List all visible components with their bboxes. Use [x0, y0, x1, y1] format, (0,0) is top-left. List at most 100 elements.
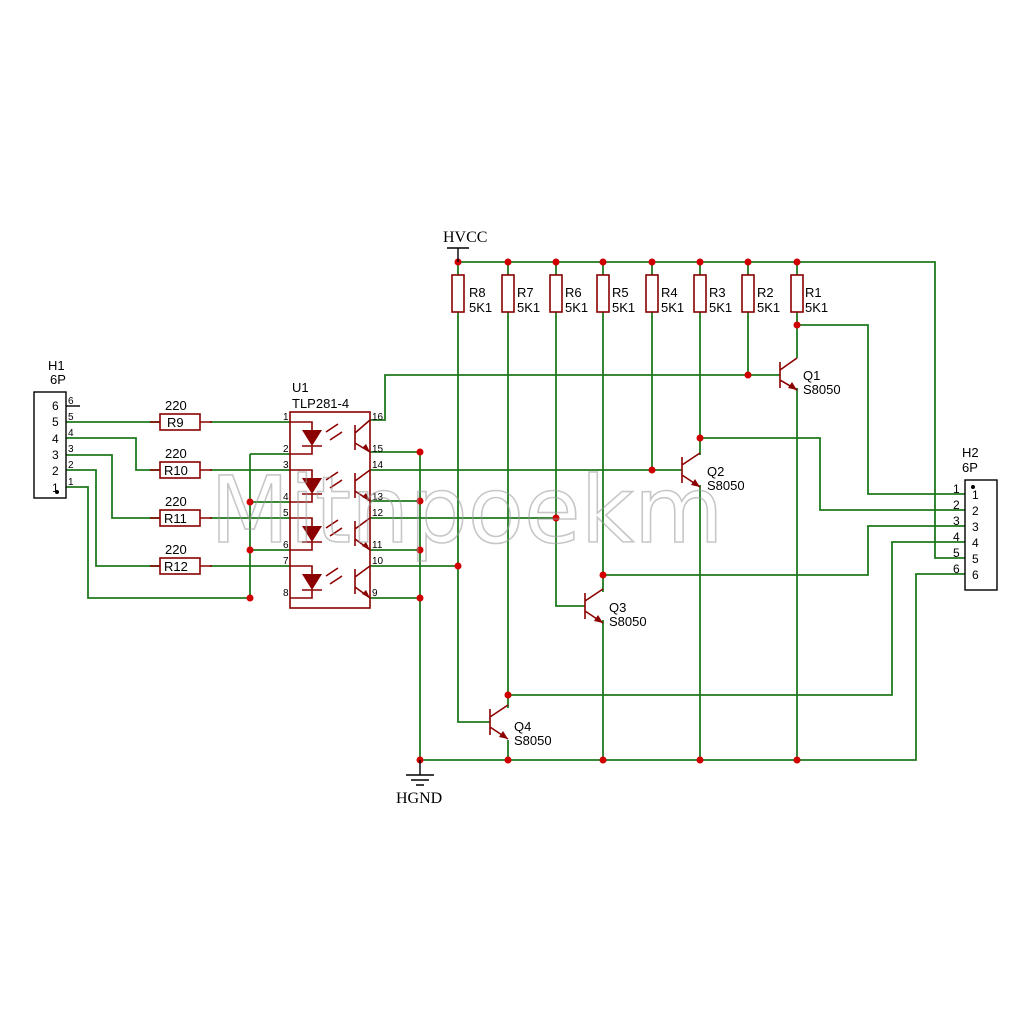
- svg-text:8: 8: [283, 588, 289, 599]
- svg-text:6P: 6P: [50, 372, 66, 387]
- svg-text:6: 6: [972, 568, 979, 582]
- svg-text:220: 220: [165, 446, 187, 461]
- resistor-r9: R9 220: [150, 398, 212, 431]
- junction-dots: [246, 258, 801, 764]
- svg-text:5: 5: [283, 508, 289, 519]
- svg-text:R8: R8: [469, 285, 486, 300]
- svg-text:5: 5: [68, 412, 74, 423]
- svg-text:13: 13: [372, 492, 384, 503]
- svg-text:14: 14: [372, 460, 384, 471]
- resistor-r11: R11 220: [150, 494, 212, 527]
- resistor-r4: R4 5K1: [645, 274, 684, 315]
- svg-text:3: 3: [68, 444, 74, 455]
- svg-text:TLP281-4: TLP281-4: [292, 396, 349, 411]
- svg-text:4: 4: [953, 530, 960, 544]
- svg-text:15: 15: [372, 444, 384, 455]
- hgnd-label: HGND: [396, 790, 442, 807]
- svg-text:Q3: Q3: [609, 600, 626, 615]
- svg-text:5: 5: [953, 546, 960, 560]
- svg-text:R1: R1: [805, 285, 822, 300]
- svg-text:Q1: Q1: [803, 368, 820, 383]
- svg-text:10: 10: [372, 556, 384, 567]
- svg-text:5K1: 5K1: [661, 300, 684, 315]
- resistor-r5: R5 5K1: [596, 274, 635, 315]
- svg-text:H2: H2: [962, 445, 979, 460]
- svg-text:R3: R3: [709, 285, 726, 300]
- hvcc-symbol: HVCC: [443, 229, 487, 262]
- svg-text:9: 9: [372, 588, 378, 599]
- opto-channel-2: [290, 469, 371, 503]
- svg-text:R7: R7: [517, 285, 534, 300]
- resistor-r6: R6 5K1: [549, 274, 588, 315]
- resistor-r3: R3 5K1: [693, 274, 732, 315]
- svg-text:6: 6: [283, 540, 289, 551]
- svg-text:5: 5: [972, 552, 979, 566]
- svg-text:220: 220: [165, 542, 187, 557]
- hvcc-label: HVCC: [443, 229, 487, 246]
- svg-text:11: 11: [372, 540, 383, 551]
- svg-text:R6: R6: [565, 285, 582, 300]
- svg-text:1: 1: [68, 477, 74, 488]
- svg-text:S8050: S8050: [803, 382, 841, 397]
- svg-text:220: 220: [165, 398, 187, 413]
- svg-text:S8050: S8050: [514, 733, 552, 748]
- svg-text:U1: U1: [292, 380, 309, 395]
- svg-text:4: 4: [52, 432, 59, 446]
- svg-text:6: 6: [953, 562, 960, 576]
- svg-text:3: 3: [953, 514, 960, 528]
- svg-text:1: 1: [283, 412, 289, 423]
- svg-text:5K1: 5K1: [517, 300, 540, 315]
- svg-text:2: 2: [52, 464, 59, 478]
- svg-text:2: 2: [283, 444, 289, 455]
- svg-text:R4: R4: [661, 285, 678, 300]
- svg-text:2: 2: [972, 504, 979, 518]
- svg-text:12: 12: [372, 508, 384, 519]
- svg-text:3: 3: [283, 460, 289, 471]
- resistor-r7: R7 5K1: [501, 274, 540, 315]
- svg-text:5K1: 5K1: [757, 300, 780, 315]
- svg-text:2: 2: [68, 460, 74, 471]
- optocoupler-u1: U1 TLP281-4 1 2 3 4 5 6 7 8 16 15 14 13 …: [283, 380, 384, 609]
- input-resistors: R9 220 R10 220 R11 220 R12 220: [150, 398, 212, 575]
- opto-channel-3: [290, 517, 371, 551]
- opto-channel-1: [290, 419, 371, 455]
- svg-text:6: 6: [68, 396, 74, 407]
- h1-pin-labels: 6 5 4 3 2 1 6 5 4 3 2 1: [52, 396, 74, 495]
- resistor-r2: R2 5K1: [741, 274, 780, 315]
- svg-text:4: 4: [283, 492, 289, 503]
- svg-text:R11: R11: [164, 511, 187, 526]
- svg-text:7: 7: [283, 556, 289, 567]
- svg-text:1: 1: [953, 482, 960, 496]
- svg-text:S8050: S8050: [707, 478, 745, 493]
- svg-text:Q4: Q4: [514, 719, 531, 734]
- svg-text:5K1: 5K1: [805, 300, 828, 315]
- svg-text:3: 3: [52, 448, 59, 462]
- svg-text:3: 3: [972, 520, 979, 534]
- transistor-q2: Q2 S8050: [681, 452, 745, 493]
- svg-text:5K1: 5K1: [469, 300, 492, 315]
- svg-text:R10: R10: [164, 463, 188, 478]
- svg-text:S8050: S8050: [609, 614, 647, 629]
- connector-h2: H2 6P 1 2 3 4 5 6 1 2 3 4 5 6: [953, 445, 998, 591]
- transistor-q4: Q4 S8050: [489, 704, 552, 748]
- transistor-q1: Q1 S8050: [779, 357, 841, 397]
- svg-text:5K1: 5K1: [612, 300, 635, 315]
- svg-text:1: 1: [52, 481, 59, 495]
- svg-text:Q2: Q2: [707, 464, 724, 479]
- resistor-r8: R8 5K1: [451, 274, 492, 315]
- wires: [66, 261, 965, 761]
- opto-channel-4: [290, 565, 371, 599]
- svg-text:5K1: 5K1: [709, 300, 732, 315]
- svg-text:6P: 6P: [962, 460, 978, 475]
- svg-text:R5: R5: [612, 285, 629, 300]
- transistor-q3: Q3 S8050: [584, 588, 647, 629]
- hgnd-symbol: HGND: [396, 760, 442, 807]
- svg-text:16: 16: [372, 412, 384, 423]
- svg-text:4: 4: [972, 536, 979, 550]
- svg-text:220: 220: [165, 494, 187, 509]
- resistor-r10: R10 220: [150, 446, 212, 479]
- resistor-r1: R1 5K1: [790, 274, 828, 315]
- svg-text:5: 5: [52, 415, 59, 429]
- svg-text:R2: R2: [757, 285, 774, 300]
